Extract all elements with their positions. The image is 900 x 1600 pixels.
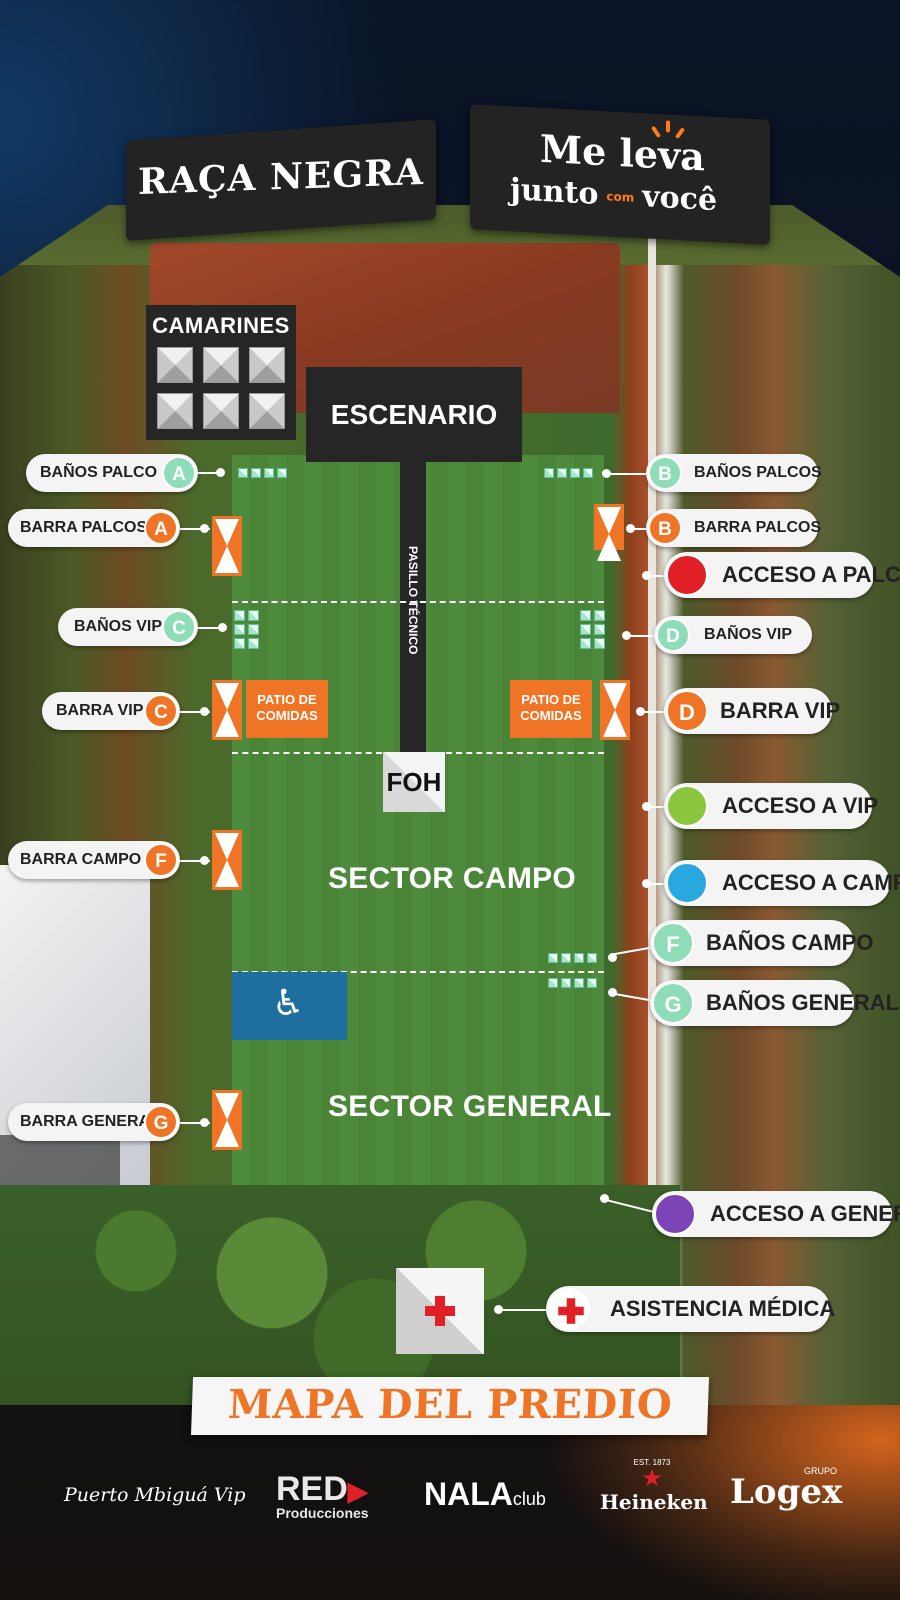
divider-campo-bottom: [232, 971, 604, 973]
acceso-palco-dot: [666, 554, 708, 596]
red-cross-icon: [425, 1296, 455, 1326]
divider-vip-bottom-left: [232, 752, 382, 754]
barra-icon: [212, 516, 242, 576]
label-barra-palcos-b: B BARRA PALCOS: [646, 509, 821, 547]
sponsor-nala-club: NALAclub: [424, 1476, 546, 1512]
map-title: MAPA DEL PREDIO: [227, 1381, 673, 1428]
foh-block: FOH: [383, 752, 445, 812]
accessibility-area: ♿: [232, 972, 347, 1040]
sponsor-puerto-mbigua: Puerto Mbiguá Vip: [64, 1484, 246, 1506]
banos-icon: [544, 468, 593, 478]
label-banos-general-g: G BAÑOS GENERAL: [650, 980, 899, 1026]
banos-icon: [548, 978, 597, 988]
medical-badge: [548, 1288, 590, 1330]
barra-icon: [212, 830, 242, 890]
red-cross-icon: [558, 1298, 584, 1324]
barra-icon: [600, 680, 630, 740]
wheelchair-icon: ♿: [272, 983, 305, 1024]
label-barra-vip-c: BARRA VIP C: [42, 692, 180, 730]
camarines-label: CAMARINES: [152, 313, 290, 338]
escenario-block: ESCENARIO: [306, 367, 522, 462]
label-banos-vip-d: D BAÑOS VIP: [654, 616, 812, 654]
label-banos-vip-c: BAÑOS VIP C: [58, 608, 198, 646]
room-icon: [249, 393, 285, 429]
medical-tent-icon: [396, 1268, 484, 1354]
pasillo-label: PASILLO TÉCNICO: [406, 546, 420, 655]
play-icon: ▶: [347, 1476, 368, 1506]
label-barra-palcos-a: BARRA PALCOS A: [8, 509, 180, 547]
label-acceso-palco: ACCESO A PALCO: [664, 552, 900, 598]
divider-vip-top: [232, 601, 604, 603]
camarines-block: CAMARINES: [146, 305, 296, 440]
label-banos-palco-a: BAÑOS PALCO A: [26, 454, 198, 492]
patio-comidas-left: PATIO DE COMIDAS: [246, 680, 328, 738]
banos-icon: [548, 953, 597, 963]
sponsor-grupo-logex: GRUPO Logex: [730, 1466, 843, 1512]
banos-icon: [234, 610, 259, 649]
acceso-vip-dot: [666, 785, 708, 827]
label-asistencia-medica: ASISTENCIA MÉDICA: [546, 1286, 835, 1332]
barra-icon: [594, 504, 624, 550]
barra-icon: [212, 680, 242, 740]
room-icon: [157, 347, 193, 383]
label-banos-palcos-b: B BAÑOS PALCOS: [646, 454, 822, 492]
label-barra-campo-f: BARRA CAMPO F: [8, 841, 180, 879]
red-star-icon: ★: [641, 1465, 663, 1492]
label-acceso-vip: ACCESO A VIP: [664, 783, 878, 829]
map-title-banner: MAPA DEL PREDIO: [190, 1377, 710, 1435]
banos-icon: [580, 610, 605, 649]
tour-line-1: Me leva: [540, 125, 705, 180]
banos-icon: [238, 468, 287, 478]
label-barra-general-g: BARRA GENERAL G: [8, 1103, 180, 1141]
camarines-rooms: [157, 347, 285, 431]
pasillo-tecnico: PASILLO TÉCNICO: [400, 462, 426, 752]
patio-comidas-right: PATIO DE COMIDAS: [510, 680, 592, 738]
artist-name: RAÇA NEGRA: [138, 150, 424, 204]
label-banos-campo-f: F BAÑOS CAMPO: [650, 920, 873, 966]
sector-campo-label: SECTOR CAMPO: [328, 862, 577, 895]
room-icon: [203, 393, 239, 429]
divider-vip-bottom-right: [446, 752, 604, 754]
label-barra-vip-d: D BARRA VIP: [664, 688, 840, 734]
barra-icon: [212, 1090, 242, 1150]
sponsor-heineken: EST. 1873 ★ Heineken: [600, 1458, 708, 1514]
sector-general-label: SECTOR GENERAL: [328, 1090, 612, 1123]
acceso-general-dot: [654, 1193, 696, 1235]
acceso-campo-dot: [666, 862, 708, 904]
room-icon: [157, 393, 193, 429]
label-acceso-campo: ACCESO A CAMPO: [664, 860, 900, 906]
label-acceso-general: ACCESO A GENERAL: [652, 1191, 900, 1237]
sponsor-red-producciones: RED▶ Producciones: [276, 1470, 369, 1521]
room-icon: [249, 347, 285, 383]
room-icon: [203, 347, 239, 383]
